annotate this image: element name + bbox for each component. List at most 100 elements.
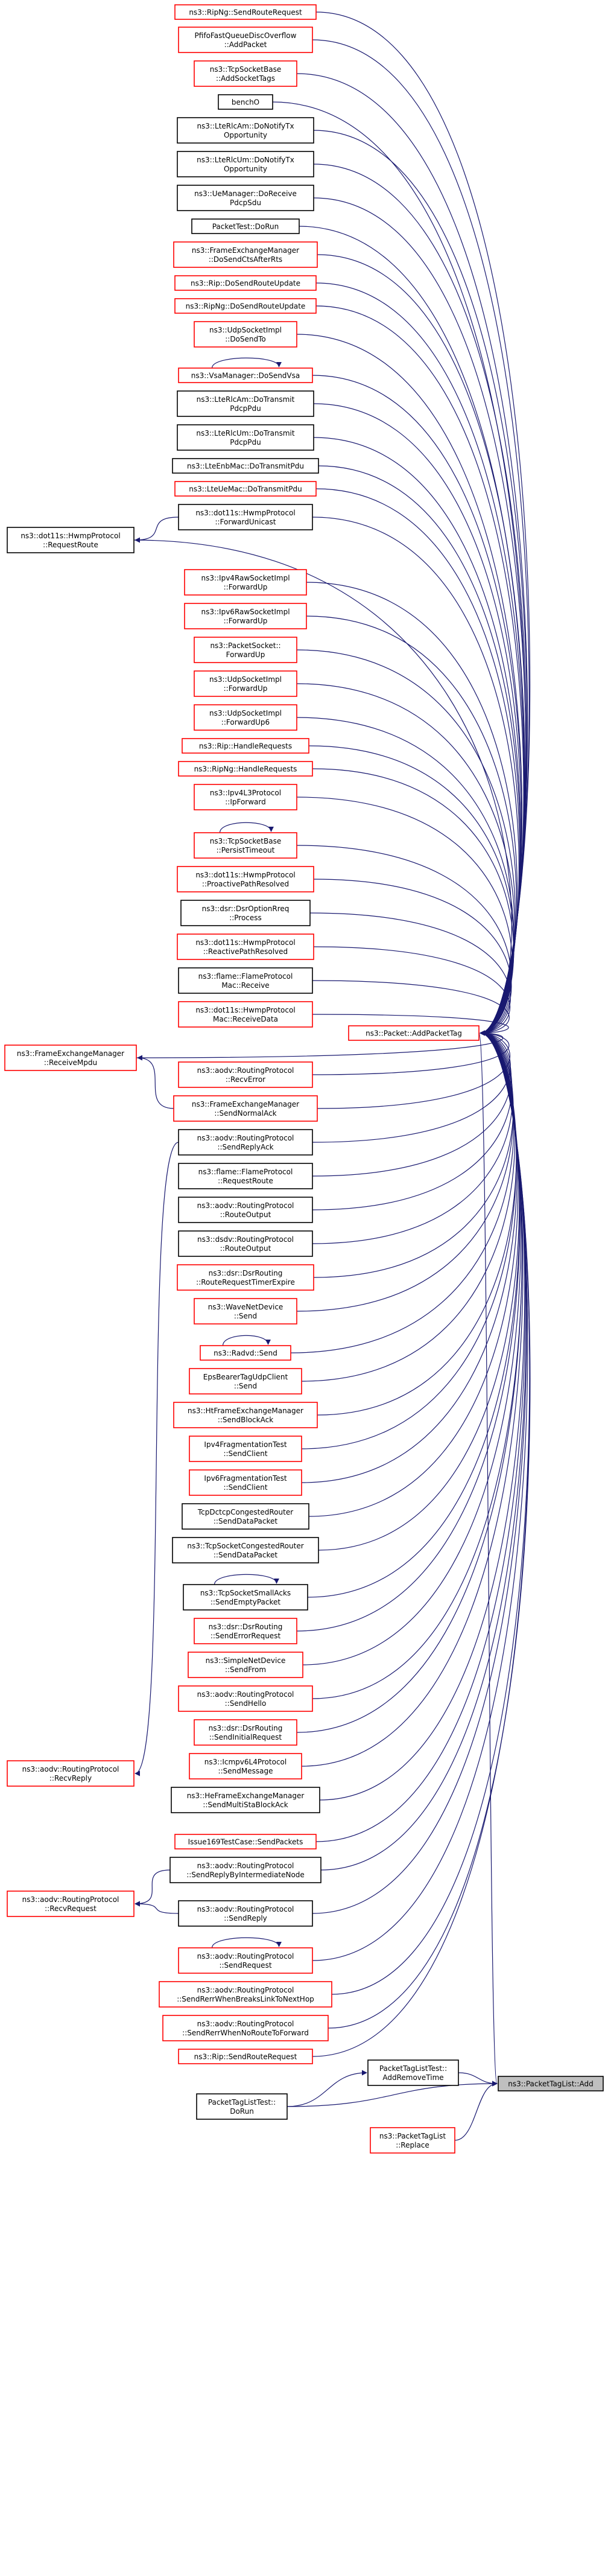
graph-node-packetsocket-forwardup[interactable]: ns3::PacketSocket::ForwardUp: [194, 637, 297, 663]
graph-node-packet-addpackettag[interactable]: ns3::Packet::AddPacketTag: [348, 1025, 480, 1041]
graph-node-ipv6raw-forwardup[interactable]: ns3::Ipv6RawSocketImpl::ForwardUp: [184, 603, 307, 629]
graph-node-dsdv-routeoutput[interactable]: ns3::dsdv::RoutingProtocol::RouteOutput: [178, 1230, 313, 1257]
graph-node-udpsocketimpl-forwardup[interactable]: ns3::UdpSocketImpl::ForwardUp: [194, 670, 297, 697]
graph-node-tcpsocketcongested-senddatapacket[interactable]: ns3::TcpSocketCongestedRouter::SendDataP…: [172, 1537, 319, 1563]
graph-node-aodv-recverror[interactable]: ns3::aodv::RoutingProtocol::RecvError: [178, 1061, 313, 1088]
graph-node-packettest-dorun[interactable]: PacketTest::DoRun: [191, 218, 300, 234]
call-edge: [301, 1030, 516, 1382]
graph-node-aodv-routeoutput[interactable]: ns3::aodv::RoutingProtocol::RouteOutput: [178, 1197, 313, 1223]
graph-node-aodv-sendrerrnoroute[interactable]: ns3::aodv::RoutingProtocol::SendRerrWhen…: [162, 2015, 329, 2041]
graph-node-pktlisttest-addremovetime[interactable]: PacketTagListTest::AddRemoveTime: [367, 2059, 459, 2086]
graph-node-aodv-sendrerrlinkbreak[interactable]: ns3::aodv::RoutingProtocol::SendRerrWhen…: [159, 1981, 332, 2008]
node-label: ns3::aodv::RoutingProtocol: [197, 1862, 294, 1870]
graph-node-wavenetdevice-send[interactable]: ns3::WaveNetDevice::Send: [194, 1298, 297, 1325]
node-box: [178, 1230, 313, 1257]
graph-node-ripng-dosendrouteupdate[interactable]: ns3::RipNg::DoSendRouteUpdate: [174, 298, 317, 314]
graph-node-hwmp-receivedata[interactable]: ns3::dot11s::HwmpProtocolMac::ReceiveDat…: [178, 1001, 313, 1028]
graph-node-aodv-recvreply[interactable]: ns3::aodv::RoutingProtocol::RecvReply: [7, 1760, 135, 1787]
node-box: [177, 117, 314, 144]
graph-node-hwmp-forwardunicast[interactable]: ns3::dot11s::HwmpProtocol::ForwardUnicas…: [178, 504, 313, 530]
graph-node-aodv-sendhello[interactable]: ns3::aodv::RoutingProtocol::SendHello: [178, 1685, 313, 1712]
graph-node-radvd-send[interactable]: ns3::Radvd::Send: [200, 1335, 291, 1361]
call-edge: [317, 254, 525, 1036]
call-edge: [296, 717, 515, 1036]
call-edge: [296, 683, 515, 1036]
node-label: ::ReactivePathResolved: [203, 947, 288, 956]
graph-node-heframe-sendmultistaback[interactable]: ns3::HeFrameExchangeManager::SendMultiSt…: [171, 1787, 320, 1813]
graph-node-tcpsocketbase-addsockettags[interactable]: ns3::TcpSocketBase::AddSocketTags: [194, 60, 297, 87]
graph-node-tcpsocketsmallacks-sendemptypacket[interactable]: ns3::TcpSocketSmallAcks::SendEmptyPacket: [183, 1574, 308, 1611]
graph-node-lteenbmac-dotransmit[interactable]: ns3::LteEnbMac::DoTransmitPdu: [172, 458, 319, 474]
call-edge: [317, 1030, 511, 1109]
graph-node-dsr-optionrreq[interactable]: ns3::dsr::DsrOptionRreq::Process: [180, 900, 311, 926]
graph-node-simplenetdevice-sendfrom[interactable]: ns3::SimpleNetDevice::SendFrom: [188, 1652, 303, 1678]
node-label: ::SendClient: [223, 1483, 267, 1492]
node-label: ns3::dsr::DsrRouting: [209, 1724, 283, 1732]
call-edge: [313, 197, 527, 1036]
graph-node-udpsocketimpl-forwardup6[interactable]: ns3::UdpSocketImpl::ForwardUp6: [194, 704, 297, 731]
graph-node-aodv-sendreplyack[interactable]: ns3::aodv::RoutingProtocol::SendReplyAck: [178, 1129, 313, 1156]
graph-node-flame-requestroute[interactable]: ns3::flame::FlameProtocol::RequestRoute: [178, 1163, 313, 1189]
node-label: ns3::UeManager::DoReceive: [194, 189, 297, 198]
graph-node-icmpv6l4-sendmessage[interactable]: ns3::Icmpv6L4Protocol::SendMessage: [189, 1753, 302, 1779]
graph-node-hwmp-proactivepath[interactable]: ns3::dot11s::HwmpProtocol::ProactivePath…: [177, 866, 314, 892]
graph-node-pktlist-replace[interactable]: ns3::PacketTagList::Replace: [370, 2127, 455, 2154]
graph-node-frameexchange-sendnormalack[interactable]: ns3::FrameExchangeManager::SendNormalAck: [173, 1095, 318, 1122]
call-edge: [296, 334, 522, 1036]
node-box: [178, 967, 313, 994]
node-box: [370, 2127, 455, 2154]
graph-node-ipv4frag-sendclient[interactable]: Ipv4FragmentationTest::SendClient: [189, 1436, 302, 1462]
graph-node-frameexchange-receivempdu[interactable]: ns3::FrameExchangeManager::ReceiveMpdu: [4, 1045, 137, 1071]
graph-node-hwmp-reactivepath[interactable]: ns3::dot11s::HwmpProtocol::ReactivePathR…: [177, 933, 314, 960]
node-box: [7, 1891, 135, 1917]
graph-node-aodv-sendreplybyintermediate[interactable]: ns3::aodv::RoutingProtocol::SendReplyByI…: [169, 1857, 321, 1883]
graph-node-pktlisttest-dorun[interactable]: PacketTagListTest::DoRun: [196, 2093, 288, 2120]
graph-node-dsr-routerequesttimer[interactable]: ns3::dsr::DsrRouting::RouteRequestTimerE…: [177, 1264, 314, 1291]
graph-node-hwmp-requestroute[interactable]: ns3::dot11s::HwmpProtocol::RequestRoute: [7, 527, 135, 553]
graph-node-rip-dosendrouteupdate[interactable]: ns3::Rip::DoSendRouteUpdate: [174, 275, 317, 291]
graph-node-ltemac-dotransmit[interactable]: ns3::LteUeMac::DoTransmitPdu: [174, 481, 317, 497]
graph-node-issue169-sendpackets[interactable]: Issue169TestCase::SendPackets: [174, 1834, 317, 1849]
call-edge: [135, 1901, 179, 1914]
graph-node-rip-sendrouterequest[interactable]: ns3::Rip::SendRouteRequest: [178, 2049, 313, 2064]
graph-node-ripng-sendroute[interactable]: ns3::RipNg::SendRouteRequest: [174, 4, 317, 20]
node-label: ::Send: [234, 1312, 257, 1320]
graph-node-bench[interactable]: benchO: [218, 94, 273, 110]
call-edge: [315, 488, 521, 1036]
graph-node-vsamanager-dosendvsa[interactable]: ns3::VsaManager::DoSendVsa: [178, 357, 313, 383]
graph-node-ripng-handlerequests[interactable]: ns3::RipNg::HandleRequests: [178, 761, 313, 777]
graph-node-aodv-sendreply[interactable]: ns3::aodv::RoutingProtocol::SendReply: [178, 1900, 313, 1927]
graph-node-aodv-sendrequest[interactable]: ns3::aodv::RoutingProtocol::SendRequest: [178, 1937, 313, 1974]
node-label: ns3::Rip::DoSendRouteUpdate: [191, 279, 300, 288]
graph-node-ipv6frag-sendclient[interactable]: Ipv6FragmentationTest::SendClient: [189, 1469, 302, 1496]
graph-node-rip-handlerequests[interactable]: ns3::Rip::HandleRequests: [182, 738, 309, 754]
call-edge: [287, 2081, 498, 2107]
call-edge: [312, 1030, 511, 1143]
graph-node-tcpsocketbase-persisttimeout[interactable]: ns3::TcpSocketBase::PersistTimeout: [194, 822, 297, 859]
node-box: [178, 367, 313, 383]
node-box: [178, 2049, 313, 2064]
graph-node-udpsocketimpl-dosendto[interactable]: ns3::UdpSocketImpl::DoSendTo: [194, 321, 297, 348]
graph-node-dsr-sendinitialrequest[interactable]: ns3::dsr::DsrRouting::SendInitialRequest: [194, 1719, 297, 1746]
graph-node-dsr-senderrorrequest[interactable]: ns3::dsr::DsrRouting::SendErrorRequest: [194, 1618, 297, 1644]
graph-node-aodv-recvrequest[interactable]: ns3::aodv::RoutingProtocol::RecvRequest: [7, 1891, 135, 1917]
graph-node-tcpdctcp-senddatapacket[interactable]: TcpDctcpCongestedRouter::SendDataPacket: [182, 1503, 309, 1530]
graph-node-frameexchange-dosendcts[interactable]: ns3::FrameExchangeManager::DoSendCtsAfte…: [173, 241, 318, 268]
node-box: [194, 637, 297, 663]
node-label: ns3::aodv::RoutingProtocol: [197, 1066, 294, 1075]
graph-node-ipv4raw-forwardup[interactable]: ns3::Ipv4RawSocketImpl::ForwardUp: [184, 569, 307, 596]
graph-node-pfifo-addpacket[interactable]: PfifoFastQueueDiscOverflow::AddPacket: [178, 27, 313, 53]
node-box: [194, 704, 297, 731]
graph-node-ipv4l3-ipforward[interactable]: ns3::Ipv4L3Protocol::IpForward: [194, 784, 297, 810]
node-box: [189, 1436, 302, 1462]
node-label: ::SendMessage: [218, 1767, 273, 1775]
graph-node-epsbearer-send[interactable]: EpsBearerTagUdpClient::Send: [189, 1368, 302, 1395]
graph-node-pktlist-add[interactable]: ns3::PacketTagList::Add: [498, 2076, 604, 2091]
graph-node-htframe-sendblockack[interactable]: ns3::HtFrameExchangeManager::SendBlockAc…: [173, 1402, 318, 1428]
